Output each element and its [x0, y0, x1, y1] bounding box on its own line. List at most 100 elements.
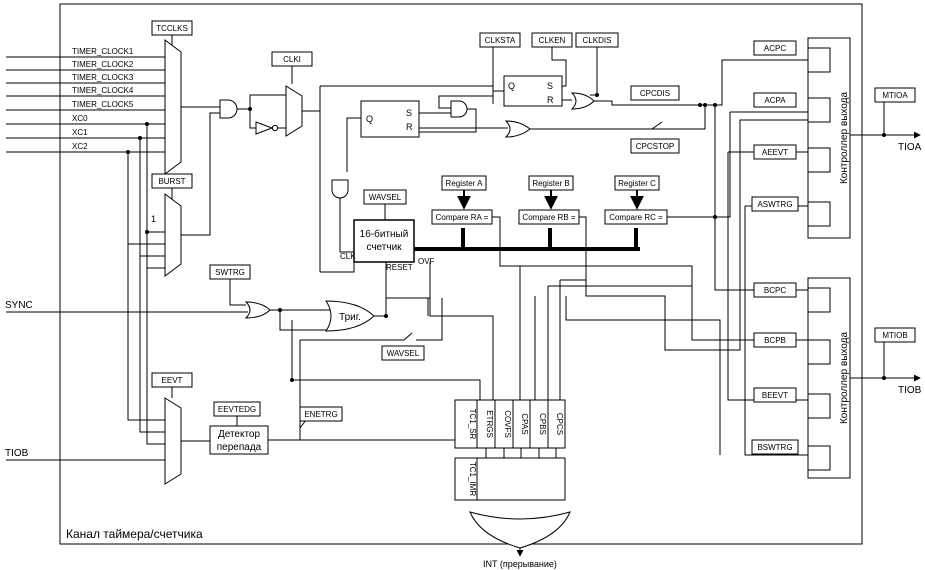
register-c-label: Register C — [618, 179, 656, 188]
mtiob-label: MTIOB — [882, 331, 907, 340]
edge-detector — [209, 425, 269, 455]
burst-one-label: 1 — [151, 214, 156, 224]
clksta-label: CLKSTA — [485, 36, 516, 45]
timer-clock2-label: TIMER_CLOCK2 — [72, 60, 134, 69]
counter-ff-q: Q — [366, 114, 373, 124]
beevt-register — [753, 387, 797, 403]
edge-detector-line2: перепада — [217, 442, 262, 453]
counter-line1: 16-битный — [360, 228, 409, 240]
bcpb-port — [807, 339, 831, 365]
timer-clock-inputs: TIMER_CLOCK1 TIMER_CLOCK2 TIMER_CLOCK3 T… — [6, 47, 165, 269]
output-controller-b-label: Контроллер выхода — [839, 332, 850, 425]
xc1-label: XC1 — [72, 128, 88, 137]
tc1-imr-register — [454, 457, 566, 501]
cpcstop-register — [630, 138, 680, 154]
compare-ra-label: Compare RA = — [436, 213, 489, 222]
burst-label: BURST — [158, 177, 185, 186]
clock-inverter — [255, 121, 274, 135]
counter-line2: счетчик — [366, 242, 402, 253]
bcpb-register — [753, 332, 797, 348]
tiob-output-label: TIOB — [898, 385, 922, 396]
counter-clock-and-gate — [450, 100, 468, 118]
xc2-label: XC2 — [72, 142, 88, 151]
aeevt-label: AEEVT — [762, 148, 788, 157]
beevt-label: BEEVT — [762, 391, 788, 400]
clki-label: CLKI — [283, 55, 301, 64]
mtioa-label: MTIOA — [882, 91, 908, 100]
acpa-port — [807, 97, 831, 123]
channel-frame — [59, 3, 863, 545]
timer-clock3-label: TIMER_CLOCK3 — [72, 73, 134, 82]
compare-rc-label: Compare RC = — [609, 213, 663, 222]
trigger-label: Триг. — [339, 312, 361, 323]
bswtrg-label: BSWTRG — [757, 443, 792, 452]
tcclks-mux — [164, 39, 182, 175]
clock-disable-or-gate — [570, 92, 595, 110]
beevt-port — [807, 393, 831, 419]
counter-ovf-label: OVF — [418, 257, 435, 266]
counter-clk-label: CLK — [340, 252, 356, 261]
clock-ff-s: S — [547, 81, 553, 91]
sync-input-label: SYNC — [5, 300, 33, 311]
timer-clock5-label: TIMER_CLOCK5 — [72, 100, 134, 109]
register-a-label: Register A — [446, 179, 484, 188]
sync-or-gate — [244, 301, 271, 319]
cpcdis-label: CPCDIS — [640, 89, 670, 98]
counter-reset-and-gate — [331, 179, 349, 199]
tiob-input-label: TIOB — [5, 448, 29, 459]
wavsel-top-label: WAVSEL — [369, 193, 402, 202]
eevtedg-label: EEVTEDG — [218, 405, 256, 414]
interrupt-output-label: INT (прерывание) — [483, 559, 557, 569]
16-bit-counter — [353, 219, 415, 263]
trigger-or-gate — [325, 300, 375, 332]
compare-rb-label: Compare RB = — [522, 213, 575, 222]
tc1-sr-register — [454, 399, 566, 449]
swtrg-label: SWTRG — [215, 268, 245, 277]
output-controller-a-label: Контроллер выхода — [839, 92, 850, 185]
enetrg-register — [299, 406, 343, 422]
channel-title: Канал таймера/счетчика — [66, 527, 203, 541]
covfs-label: COVFS — [503, 410, 512, 438]
acpc-register — [753, 40, 797, 56]
interrupt-or-gate — [469, 511, 571, 549]
mtioa-register — [874, 87, 916, 103]
acpc-port — [807, 47, 831, 73]
timer-clock4-label: TIMER_CLOCK4 — [72, 86, 134, 95]
aswtrg-register — [751, 196, 799, 212]
bcpc-label: BCPC — [764, 286, 786, 295]
acpc-label: ACPC — [764, 44, 786, 53]
tc1-sr-label: TC1_SR — [468, 409, 477, 440]
counter-reset-label: RESET — [386, 263, 413, 272]
clken-label: CLKEN — [539, 36, 566, 45]
stop-or-gate — [504, 120, 531, 138]
aeevt-port — [807, 147, 831, 173]
tcclks-label: TCCLKS — [156, 24, 188, 33]
aeevt-register — [753, 144, 797, 160]
aswtrg-port — [807, 201, 831, 227]
cpcs-label: CPCS — [555, 413, 564, 435]
bcpc-port — [807, 287, 831, 313]
aswtrg-label: ASWTRG — [757, 200, 792, 209]
acpa-register — [753, 92, 797, 108]
bswtrg-register — [751, 439, 799, 455]
acpa-label: ACPA — [764, 96, 786, 105]
etrgs-label: ETRGS — [485, 410, 494, 438]
eevt-label: EEVT — [162, 376, 183, 385]
cpbs-label: CPBS — [538, 413, 547, 435]
timer-clock1-label: TIMER_CLOCK1 — [72, 47, 134, 56]
eevt-mux — [164, 397, 182, 485]
xc0-label: XC0 — [72, 114, 88, 123]
cpas-label: CPAS — [520, 413, 529, 434]
wavsel-bottom-label: WAVSEL — [387, 349, 420, 358]
clksta-register — [479, 32, 521, 48]
bcpb-label: BCPB — [764, 336, 786, 345]
mtiob-register — [874, 327, 916, 343]
counter-ff-r: R — [406, 122, 413, 132]
cpcdis-register — [630, 85, 680, 101]
counter-ff-s: S — [406, 108, 412, 118]
clkdis-label: CLKDIS — [583, 36, 612, 45]
edge-detector-line1: Детектор — [218, 429, 261, 440]
clock-ff-q: Q — [508, 81, 515, 91]
clock-ff-r: R — [547, 95, 554, 105]
